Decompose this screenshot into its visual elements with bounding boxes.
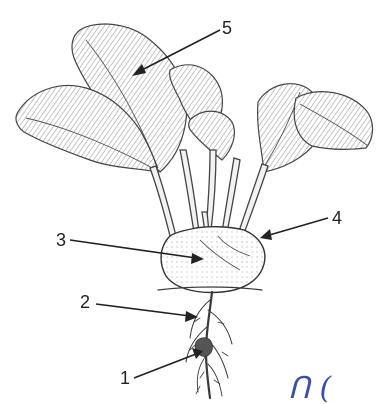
stalk-5 xyxy=(238,164,268,236)
stalk-2 xyxy=(180,150,199,232)
callout-arrow-4 xyxy=(266,218,328,236)
callout-label-2: 2 xyxy=(80,292,90,312)
callout-arrowhead-4 xyxy=(260,229,272,240)
callout-label-1: 1 xyxy=(120,368,130,388)
handwritten-mark: ᑎ ( xyxy=(288,371,332,404)
stalk-1 xyxy=(150,166,176,236)
roots-group xyxy=(186,292,232,398)
swollen-stem xyxy=(158,227,265,293)
stalk-4 xyxy=(222,158,240,232)
callout-arrow-2 xyxy=(96,304,190,316)
callout-label-3: 3 xyxy=(56,230,66,250)
bulb-body xyxy=(161,227,265,293)
leaves-group xyxy=(16,24,373,172)
callout-arrow-1 xyxy=(134,354,196,378)
callout-label-4: 4 xyxy=(332,208,342,228)
callout-label-5: 5 xyxy=(222,18,232,38)
